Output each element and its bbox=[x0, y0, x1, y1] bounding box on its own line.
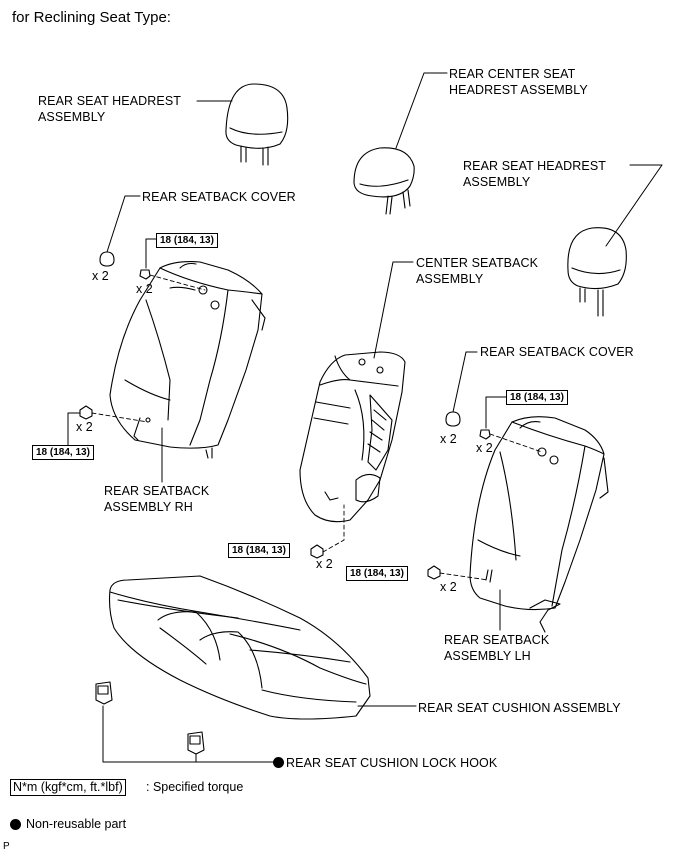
label-center-seatback: CENTER SEATBACK ASSEMBLY bbox=[416, 255, 538, 287]
count-bolt-right-bottom: x 2 bbox=[440, 580, 457, 594]
torque-right-bottom: 18 (184, 13) bbox=[346, 566, 408, 581]
cushion-drawing bbox=[108, 575, 371, 720]
label-headrest-center: REAR CENTER SEAT HEADREST ASSEMBLY bbox=[449, 66, 588, 98]
label-cover-left: REAR SEATBACK COVER bbox=[142, 190, 296, 204]
leader-lines bbox=[67, 72, 663, 763]
page-title: for Reclining Seat Type: bbox=[12, 9, 171, 26]
seatback-rh-drawing bbox=[109, 261, 266, 459]
seatback-cover-drawings bbox=[99, 251, 461, 427]
count-cover-right: x 2 bbox=[440, 432, 457, 446]
label-headrest-center-text: REAR CENTER SEAT HEADREST ASSEMBLY bbox=[449, 67, 588, 97]
label-seatback-rh-text: REAR SEATBACK ASSEMBLY RH bbox=[104, 484, 210, 514]
legend-specified-torque: : Specified torque bbox=[146, 780, 244, 794]
label-cover-right: REAR SEATBACK COVER bbox=[480, 345, 634, 359]
label-headrest-left-text: REAR SEAT HEADREST ASSEMBLY bbox=[38, 94, 182, 124]
dashed-axes bbox=[91, 274, 543, 581]
count-bolt-center: x 2 bbox=[316, 557, 333, 571]
torque-left-top: 18 (184, 13) bbox=[156, 233, 218, 248]
label-cushion: REAR SEAT CUSHION ASSEMBLY bbox=[418, 701, 621, 715]
count-cover-left: x 2 bbox=[92, 269, 109, 283]
label-headrest-right-text: REAR SEAT HEADREST ASSEMBLY bbox=[463, 159, 607, 189]
non-reusable-marker bbox=[273, 757, 284, 768]
legend-non-reusable-dot bbox=[10, 819, 21, 830]
label-center-seatback-text: CENTER SEATBACK ASSEMBLY bbox=[416, 256, 539, 286]
seatback-lh-drawing bbox=[469, 416, 609, 633]
count-bolt-left-bottom: x 2 bbox=[76, 420, 93, 434]
center-seatback-drawing bbox=[299, 351, 406, 523]
label-lock-hook: REAR SEAT CUSHION LOCK HOOK bbox=[286, 756, 498, 770]
label-headrest-left: REAR SEAT HEADREST ASSEMBLY bbox=[38, 93, 181, 125]
legend-non-reusable-text: Non-reusable part bbox=[26, 817, 127, 831]
lock-hook-drawings bbox=[95, 681, 205, 755]
torque-right-top: 18 (184, 13) bbox=[506, 390, 568, 405]
label-headrest-right: REAR SEAT HEADREST ASSEMBLY bbox=[463, 158, 606, 190]
label-seatback-rh: REAR SEATBACK ASSEMBLY RH bbox=[104, 483, 209, 515]
torque-center: 18 (184, 13) bbox=[228, 543, 290, 558]
corner-mark: P bbox=[3, 841, 10, 852]
headrest-right-drawing bbox=[567, 227, 627, 317]
torque-left-bottom: 18 (184, 13) bbox=[32, 445, 94, 460]
label-seatback-lh: REAR SEATBACK ASSEMBLY LH bbox=[444, 632, 549, 664]
bolt-drawings bbox=[79, 269, 491, 580]
headrest-left-drawing bbox=[225, 83, 289, 166]
legend-torque-unit: N*m (kgf*cm, ft.*lbf) bbox=[10, 779, 126, 796]
headrest-center-drawing bbox=[353, 147, 415, 215]
count-bolt-left-top: x 2 bbox=[136, 282, 153, 296]
label-seatback-lh-text: REAR SEATBACK ASSEMBLY LH bbox=[444, 633, 550, 663]
count-bolt-right-top: x 2 bbox=[476, 441, 493, 455]
